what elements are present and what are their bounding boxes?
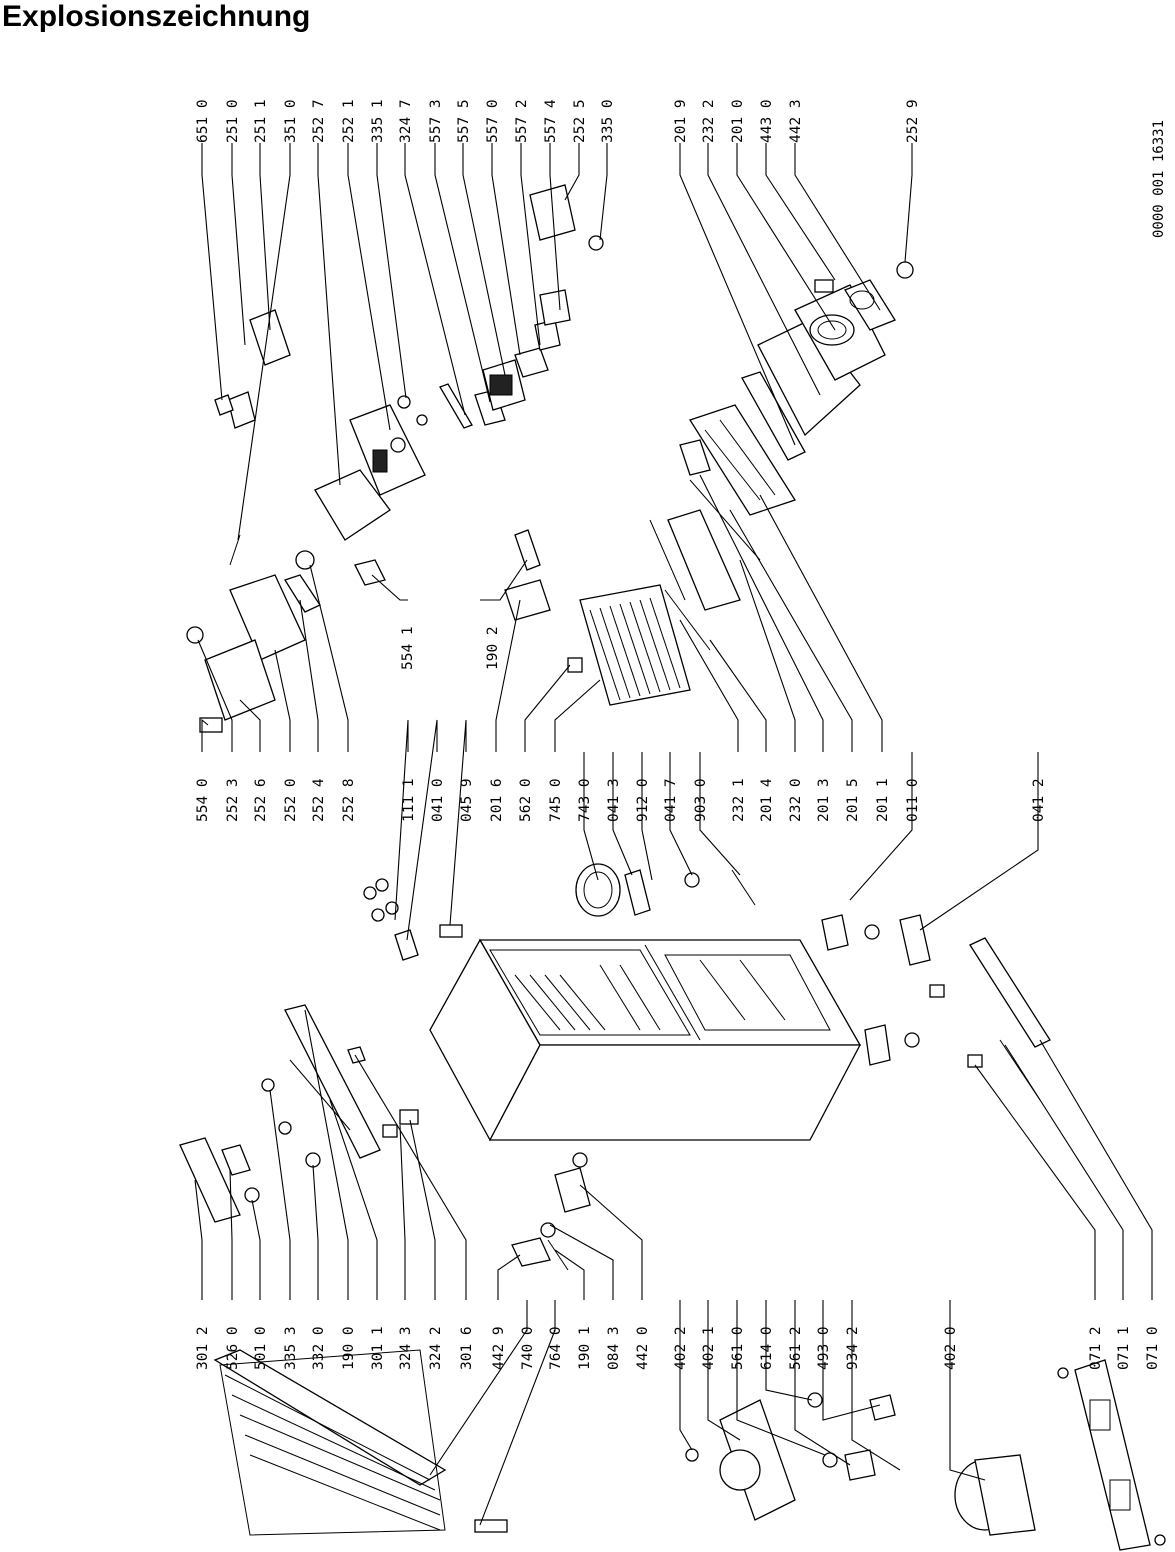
- evaporator-drawing: [504, 479, 761, 706]
- part-label: 041 3: [606, 778, 622, 822]
- leader-lines: [194, 143, 1153, 1526]
- part-label: 041 0: [430, 778, 446, 822]
- part-label: 232 1: [731, 778, 747, 822]
- part-label: 443 0: [759, 99, 775, 143]
- part-label: 554 0: [195, 778, 211, 822]
- part-label: 301 1: [370, 1326, 386, 1370]
- part-label: 201 0: [730, 99, 746, 143]
- part-label: 324 2: [428, 1326, 444, 1370]
- part-label: 111 1: [401, 778, 417, 822]
- part-label: 614 0: [759, 1326, 775, 1370]
- part-label: 251 0: [225, 99, 241, 143]
- control-box-drawing: [214, 184, 604, 566]
- part-label: 252 9: [905, 99, 921, 143]
- part-label: 201 4: [759, 778, 775, 822]
- part-label: 651 0: [195, 99, 211, 143]
- part-label: 045 9: [459, 778, 475, 822]
- part-label: 934 2: [845, 1326, 861, 1370]
- top-cover-drawing: [741, 261, 914, 461]
- drawing-reference: 0000 001 16331: [1151, 120, 1167, 238]
- part-label: 743 0: [577, 778, 593, 822]
- part-label: 903 0: [693, 778, 709, 822]
- part-label: 764 0: [548, 1326, 564, 1370]
- part-label: 557 2: [514, 99, 530, 143]
- part-label: 041 7: [663, 778, 679, 822]
- part-label: 201 9: [673, 99, 689, 143]
- cabinet-drawing: [429, 938, 862, 1142]
- part-label: 557 4: [543, 99, 559, 143]
- part-label: 561 2: [788, 1326, 804, 1370]
- hinge-drawing: [363, 863, 1051, 1101]
- part-label: 324 7: [398, 99, 414, 143]
- part-label: 562 0: [518, 778, 534, 822]
- part-label: 201 5: [845, 778, 861, 822]
- condenser-drawing: [213, 1349, 508, 1536]
- part-label: 402 1: [701, 1326, 717, 1370]
- part-label: 201 1: [875, 778, 891, 822]
- part-label: 557 3: [428, 99, 444, 143]
- part-label: 402 2: [673, 1326, 689, 1370]
- part-label: 442 9: [491, 1326, 507, 1370]
- part-label: 301 6: [459, 1326, 475, 1370]
- part-label: 232 0: [788, 778, 804, 822]
- part-label: 561 0: [730, 1326, 746, 1370]
- part-label: 252 6: [253, 778, 269, 822]
- part-label: 912 0: [635, 778, 651, 822]
- part-label: 351 0: [283, 99, 299, 143]
- part-label: 252 3: [225, 778, 241, 822]
- part-label: 740 0: [520, 1326, 536, 1370]
- part-label: 201 3: [816, 778, 832, 822]
- part-label: 324 3: [398, 1326, 414, 1370]
- part-label: 335 0: [600, 99, 616, 143]
- part-label: 501 0: [253, 1326, 269, 1370]
- part-label: 190 2: [485, 626, 501, 670]
- part-label: 252 1: [341, 99, 357, 143]
- part-label: 557 5: [456, 99, 472, 143]
- part-label: 402 0: [943, 1326, 959, 1370]
- part-label: 493 0: [816, 1326, 832, 1370]
- part-label: 252 0: [283, 778, 299, 822]
- part-label: 554 1: [400, 626, 416, 670]
- part-label: 251 1: [253, 99, 269, 143]
- part-label: 442 0: [635, 1326, 651, 1370]
- part-label: 084 3: [606, 1326, 622, 1370]
- part-label: 335 3: [283, 1326, 299, 1370]
- page-title: Explosionszeichnung: [2, 0, 311, 33]
- part-label: 557 0: [485, 99, 501, 143]
- part-label: 190 1: [577, 1326, 593, 1370]
- part-label: 190 0: [341, 1326, 357, 1370]
- part-label: 201 6: [489, 778, 505, 822]
- part-label: 301 2: [195, 1326, 211, 1370]
- part-label: 745 0: [548, 778, 564, 822]
- part-label: 442 3: [788, 99, 804, 143]
- part-label: 252 5: [572, 99, 588, 143]
- compressor-drawing: [685, 1359, 1166, 1551]
- thermostat-panel-drawing: [179, 1004, 591, 1271]
- part-label: 071 2: [1088, 1326, 1104, 1370]
- part-label: 526 0: [225, 1326, 241, 1370]
- part-label: 252 7: [311, 99, 327, 143]
- lamp-housing-drawing: [186, 550, 386, 733]
- part-label: 011 0: [905, 778, 921, 822]
- part-label: 252 8: [341, 778, 357, 822]
- part-label: 252 4: [311, 778, 327, 822]
- part-illustrations: [179, 184, 1166, 1551]
- part-label: 071 0: [1145, 1326, 1161, 1370]
- part-label: 232 2: [701, 99, 717, 143]
- part-label: 041 2: [1031, 778, 1047, 822]
- part-label: 335 1: [370, 99, 386, 143]
- part-label: 071 1: [1116, 1326, 1132, 1370]
- frame-drawing: [679, 404, 796, 516]
- part-label: 332 0: [311, 1326, 327, 1370]
